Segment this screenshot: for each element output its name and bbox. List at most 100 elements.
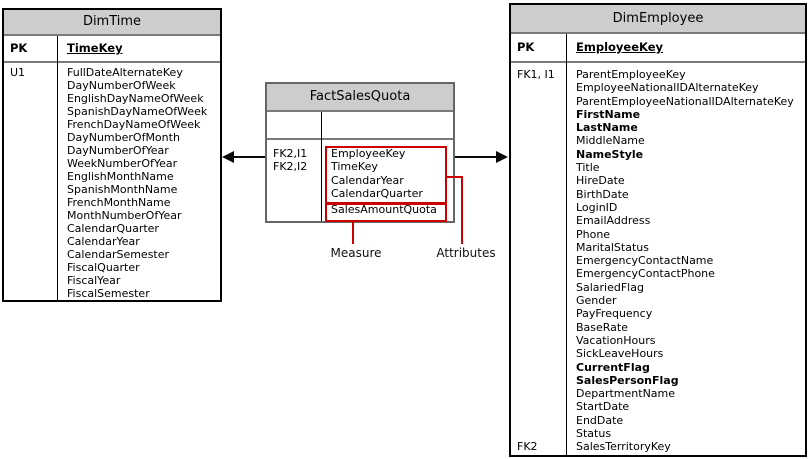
attribute-name: WeekNumberOfYear — [67, 157, 178, 170]
key-label — [267, 203, 321, 216]
attribute-name: EmergencyContactName — [576, 254, 714, 268]
attribute-row: FiscalQuarter — [4, 261, 220, 274]
attribute-name: FirstName — [576, 107, 641, 121]
key-label — [4, 287, 57, 300]
key-label — [511, 427, 566, 440]
table-title-dimtime: DimTime — [4, 10, 220, 36]
key-label — [511, 347, 566, 360]
attribute-name: MiddleName — [576, 134, 645, 148]
attribute-row: ParentEmployeeNationalIDAlternateKey — [511, 95, 805, 108]
attribute-name: EnglishMonthName — [67, 170, 174, 183]
attribute-row: NameStyle — [511, 148, 805, 161]
attribute-row: FrenchDayNameOfWeek — [4, 118, 220, 131]
pk-key-label: PK — [10, 41, 28, 55]
key-label: U1 — [10, 66, 26, 79]
attributes-label: Attributes — [436, 246, 496, 260]
attribute-name: PayFrequency — [576, 307, 653, 321]
attribute-row: CurrentFlag — [511, 361, 805, 374]
attribute-name: LastName — [576, 121, 638, 135]
key-label — [511, 334, 566, 347]
attribute-name: FrenchDayNameOfWeek — [67, 118, 201, 131]
key-label — [511, 281, 566, 294]
table-title-factsalesquota: FactSalesQuota — [267, 84, 453, 112]
attribute-row: CalendarQuarter — [267, 187, 453, 200]
pk-key-label — [267, 112, 321, 138]
attribute-name: BaseRate — [576, 320, 629, 334]
key-label — [4, 209, 57, 222]
key-label — [511, 414, 566, 427]
attribute-name: MaritalStatus — [576, 240, 649, 254]
attribute-name: SalariedFlag — [576, 280, 644, 294]
attribute-name: CurrentFlag — [576, 360, 650, 374]
attribute-name: CalendarQuarter — [67, 222, 159, 235]
key-label — [511, 148, 566, 161]
attribute-name: SalesTerritoryKey — [576, 440, 671, 454]
key-label — [511, 188, 566, 201]
key-label — [511, 294, 566, 307]
attribute-name: ParentEmployeeKey — [576, 68, 686, 81]
key-label — [4, 222, 57, 235]
attribute-row: SalesPersonFlag — [511, 374, 805, 387]
column-divider — [566, 34, 567, 455]
attribute-name: Gender — [576, 294, 617, 308]
attribute-name: CalendarYear — [331, 173, 404, 187]
key-label — [511, 201, 566, 214]
attribute-row: Gender — [511, 294, 805, 307]
attribute-row: CalendarYear — [267, 174, 453, 187]
measure-highlight-box — [325, 203, 447, 222]
attribute-row: SpanishDayNameOfWeek — [4, 105, 220, 118]
attribute-name: LoginID — [576, 200, 618, 214]
attribute-name: Status — [576, 427, 612, 441]
attribute-row: Title — [511, 161, 805, 174]
arrowhead-left-icon — [222, 151, 234, 163]
key-label — [4, 144, 57, 157]
key-label — [511, 228, 566, 241]
relationship-line-dimemployee — [455, 156, 498, 158]
column-divider — [321, 112, 322, 221]
attribute-name: VacationHours — [576, 333, 656, 347]
key-label — [4, 196, 57, 209]
attribute-name: CalendarSemester — [67, 248, 170, 261]
attribute-row: LoginID — [511, 201, 805, 214]
key-label — [511, 361, 566, 374]
relationship-line-dimtime — [232, 156, 265, 158]
key-label: FK1, I1 — [517, 68, 555, 81]
attribute-row: EmailAddress — [511, 214, 805, 227]
attribute-name: FrenchMonthName — [67, 196, 171, 209]
attribute-name: SpanishDayNameOfWeek — [67, 105, 208, 118]
attribute-row: EnglishDayNameOfWeek — [4, 92, 220, 105]
attribute-row: SalariedFlag — [511, 281, 805, 294]
attribute-name: FiscalYear — [67, 274, 121, 287]
key-label — [511, 81, 566, 94]
measure-label: Measure — [330, 246, 382, 260]
attribute-name: SalesPersonFlag — [576, 373, 679, 387]
attribute-row: FirstName — [511, 108, 805, 121]
key-label — [4, 261, 57, 274]
attribute-name: DayNumberOfYear — [67, 144, 169, 157]
key-label — [511, 241, 566, 254]
attribute-name: CalendarYear — [67, 235, 140, 248]
attribute-name: EnglishDayNameOfWeek — [67, 92, 204, 105]
attribute-name: StartDate — [576, 400, 630, 414]
attribute-row: LastName — [511, 121, 805, 134]
column-divider — [57, 36, 58, 300]
key-label — [4, 170, 57, 183]
key-label — [4, 183, 57, 196]
key-label — [4, 248, 57, 261]
attribute-row: DepartmentName — [511, 387, 805, 400]
attributes-callout-line-vertical — [461, 176, 463, 244]
attribute-row: SickLeaveHours — [511, 347, 805, 360]
attribute-row: EmployeeNationalIDAlternateKey — [511, 81, 805, 94]
key-label — [511, 161, 566, 174]
attribute-row: MonthNumberOfYear — [4, 209, 220, 222]
measure-callout-line — [352, 222, 354, 244]
